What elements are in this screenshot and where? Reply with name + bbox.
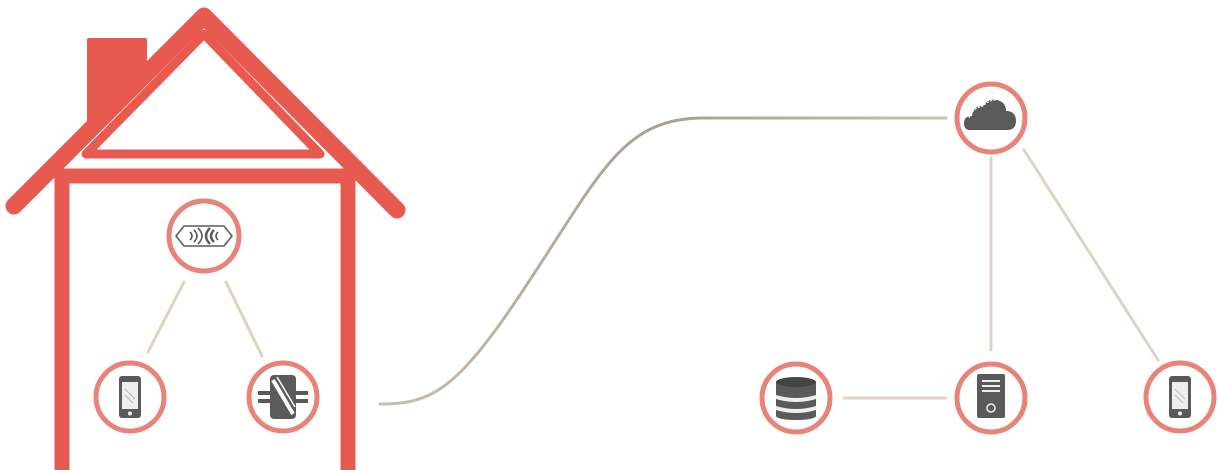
node-server[interactable] bbox=[957, 364, 1025, 432]
link-plug-cloud bbox=[380, 118, 946, 404]
link-cloud-phone bbox=[1024, 150, 1158, 360]
database-icon bbox=[776, 377, 816, 420]
node-smart-plug[interactable] bbox=[249, 363, 317, 431]
node-cloud[interactable] bbox=[957, 84, 1025, 152]
smartphone-icon bbox=[1169, 376, 1191, 418]
node-hub[interactable] bbox=[169, 201, 239, 271]
link-hub-phone bbox=[148, 282, 184, 352]
node-database[interactable] bbox=[762, 364, 830, 432]
node-phone-remote[interactable] bbox=[1146, 363, 1214, 431]
wireless-hub-icon bbox=[176, 226, 232, 246]
links bbox=[148, 118, 1158, 404]
node-phone-home[interactable] bbox=[96, 363, 164, 431]
smartphone-icon bbox=[119, 376, 141, 418]
link-hub-plug bbox=[226, 282, 262, 356]
server-icon bbox=[977, 374, 1005, 418]
